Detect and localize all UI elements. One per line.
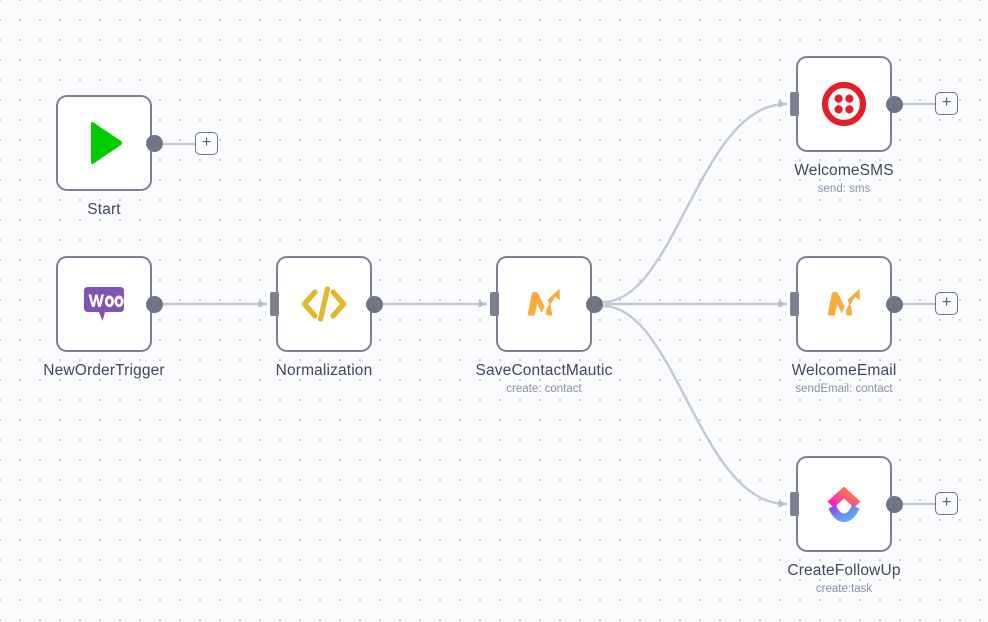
output-port-new-order-trigger[interactable]	[146, 296, 163, 313]
label-block-start: Start	[0, 200, 219, 219]
label-block-welcome-sms: WelcomeSMS send: sms	[729, 161, 959, 197]
edge-mautic-sms	[602, 100, 788, 304]
node-start[interactable]	[56, 95, 152, 191]
clickup-icon	[827, 486, 861, 522]
mautic-icon	[527, 288, 560, 316]
input-port-welcome-email[interactable]	[790, 292, 799, 316]
node-welcome-sms[interactable]	[796, 56, 892, 152]
output-port-create-follow-up[interactable]	[886, 496, 903, 513]
node-sublabel-welcome-sms: send: sms	[817, 183, 871, 195]
node-sublabel-save-contact-mautic: create: contact	[506, 383, 582, 395]
label-block-normalization: Normalization	[209, 361, 439, 380]
output-port-welcome-email[interactable]	[886, 296, 903, 313]
output-port-welcome-sms[interactable]	[886, 96, 903, 113]
play-icon	[91, 122, 123, 164]
mautic-icon	[827, 288, 860, 316]
output-port-save-contact-mautic[interactable]	[586, 296, 603, 313]
input-port-normalization[interactable]	[270, 292, 279, 316]
input-port-save-contact-mautic[interactable]	[490, 292, 499, 316]
node-label-new-order-trigger: NewOrderTrigger	[43, 362, 165, 379]
node-save-contact-mautic[interactable]	[496, 256, 592, 352]
node-normalization[interactable]	[276, 256, 372, 352]
input-port-create-follow-up[interactable]	[790, 492, 799, 516]
node-welcome-email[interactable]	[796, 256, 892, 352]
label-block-welcome-email: WelcomeEmail sendEmail: contact	[729, 361, 959, 397]
edge-mautic-followup	[602, 304, 788, 508]
node-label-welcome-email: WelcomeEmail	[791, 362, 897, 379]
output-port-start[interactable]	[146, 135, 163, 152]
plus-button-welcome-email[interactable]: +	[935, 292, 958, 315]
node-new-order-trigger[interactable]	[56, 256, 152, 352]
code-icon	[301, 286, 347, 322]
node-sublabel-welcome-email: sendEmail: contact	[795, 383, 893, 395]
plus-button-start[interactable]: +	[195, 132, 218, 155]
label-block-new-order-trigger: NewOrderTrigger	[0, 361, 219, 380]
node-label-create-follow-up: CreateFollowUp	[787, 562, 901, 579]
node-label-start: Start	[87, 201, 121, 218]
node-label-normalization: Normalization	[275, 362, 373, 379]
node-label-save-contact-mautic: SaveContactMautic	[475, 362, 613, 379]
node-label-welcome-sms: WelcomeSMS	[794, 162, 894, 179]
input-port-welcome-sms[interactable]	[790, 92, 799, 116]
output-port-normalization[interactable]	[366, 296, 383, 313]
node-create-follow-up[interactable]	[796, 456, 892, 552]
node-sublabel-create-follow-up: create:task	[815, 583, 873, 595]
label-block-create-follow-up: CreateFollowUp create:task	[729, 561, 959, 597]
label-block-save-contact-mautic: SaveContactMautic create: contact	[429, 361, 659, 397]
twilio-icon	[821, 81, 867, 127]
plus-button-create-follow-up[interactable]: +	[935, 492, 958, 515]
woocommerce-icon	[84, 287, 124, 321]
plus-button-welcome-sms[interactable]: +	[935, 92, 958, 115]
